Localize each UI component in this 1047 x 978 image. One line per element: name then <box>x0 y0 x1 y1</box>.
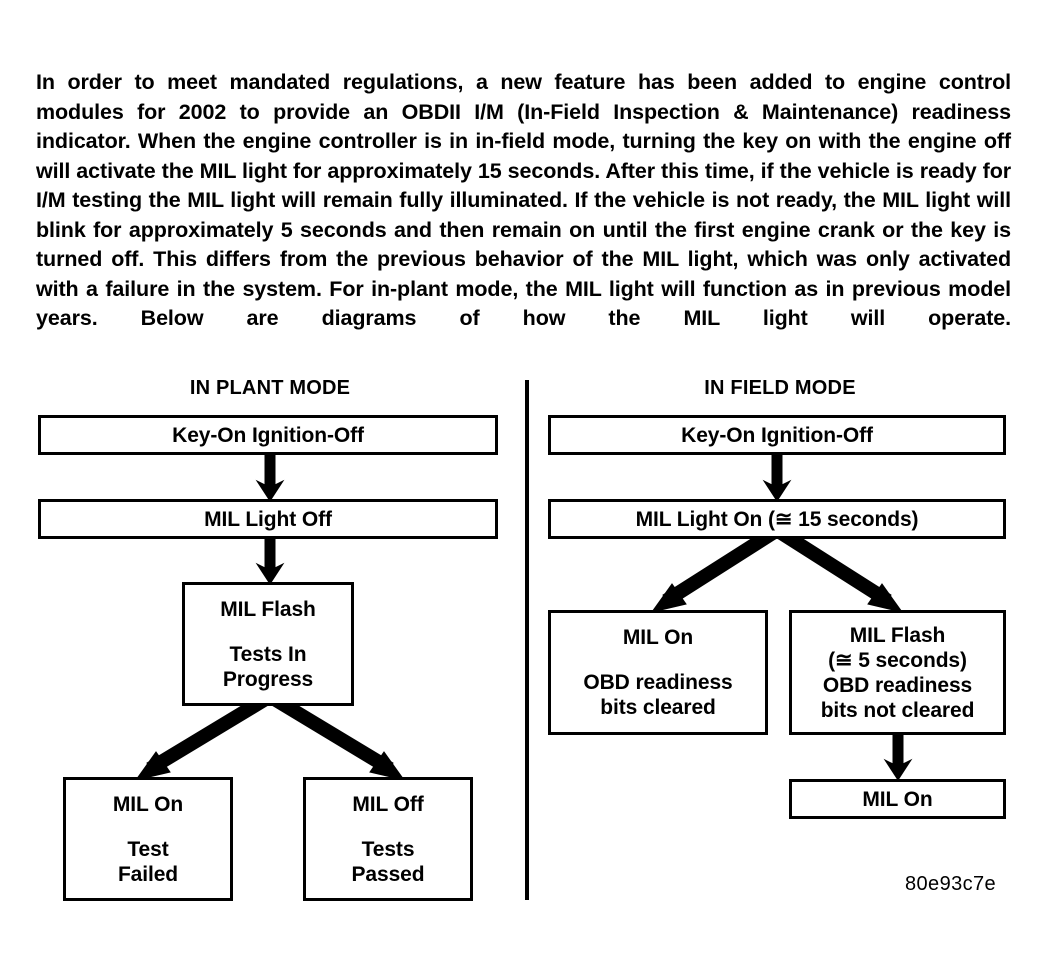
node-label: MIL On <box>862 787 933 811</box>
node-detail-line-2: Progress <box>222 667 314 691</box>
node-detail-line-1: (≅ 5 seconds) <box>828 648 967 672</box>
node-detail-line-1: Tests <box>361 837 415 861</box>
in-plant-node-mil-light-off: MIL Light Off <box>38 499 498 539</box>
in-plant-arrow-keyon-to-miloff <box>255 454 285 502</box>
in-field-node-mil-light-on-15-seconds: MIL Light On (≅ 15 seconds) <box>548 499 1006 539</box>
node-label: Key-On Ignition-Off <box>681 423 873 447</box>
panel-divider <box>525 380 529 900</box>
node-label: Key-On Ignition-Off <box>172 423 364 447</box>
node-label: MIL Light Off <box>204 507 332 531</box>
node-detail-line-2: Passed <box>351 862 425 886</box>
node-detail-line-3: bits not cleared <box>820 698 975 722</box>
in-plant-arrow-miloff-to-milflash <box>255 538 285 585</box>
in-plant-node-mil-off-tests-passed: MIL Off Tests Passed <box>303 777 473 901</box>
in-plant-mode-title: IN PLANT MODE <box>189 377 351 399</box>
node-detail-line-1: OBD readiness <box>583 671 733 694</box>
in-plant-node-mil-flash-tests-in-progress: MIL Flash Tests In Progress <box>182 582 354 706</box>
node-title: MIL Flash <box>220 597 316 621</box>
in-field-mode-title: IN FIELD MODE <box>704 377 856 399</box>
node-detail-line-2: OBD readiness <box>822 673 973 697</box>
node-detail-line-2: Failed <box>117 862 179 886</box>
in-field-node-key-on-ignition-off: Key-On Ignition-Off <box>548 415 1006 455</box>
in-plant-node-key-on-ignition-off: Key-On Ignition-Off <box>38 415 498 455</box>
node-label: MIL Light On (≅ 15 seconds) <box>635 507 919 531</box>
in-field-branch-arrows <box>650 526 904 613</box>
node-detail-line-1: Tests In <box>229 642 307 666</box>
in-plant-node-mil-on-test-failed: MIL On Test Failed <box>63 777 233 901</box>
in-field-arrow-keyon-to-milon <box>762 454 792 502</box>
in-field-node-mil-flash-bits-not-cleared: MIL Flash (≅ 5 seconds) OBD readiness bi… <box>789 610 1006 735</box>
node-detail-line-1: Test <box>127 837 169 861</box>
node-title: MIL On <box>622 626 694 649</box>
figure-reference-code: 80e93c7e <box>905 873 997 895</box>
in-field-node-mil-on-final: MIL On <box>789 779 1006 819</box>
intro-paragraph: In order to meet mandated regulations, a… <box>36 70 1011 330</box>
node-detail-line-2: bits cleared <box>600 696 716 719</box>
in-field-arrow-milflash-to-milon <box>883 734 913 781</box>
node-title: MIL Flash <box>849 623 946 647</box>
in-plant-branch-arrows <box>134 692 406 781</box>
node-title: MIL On <box>112 792 184 816</box>
in-field-node-mil-on-bits-cleared: MIL On OBD readiness bits cleared <box>548 610 768 735</box>
node-title: MIL Off <box>352 792 424 816</box>
